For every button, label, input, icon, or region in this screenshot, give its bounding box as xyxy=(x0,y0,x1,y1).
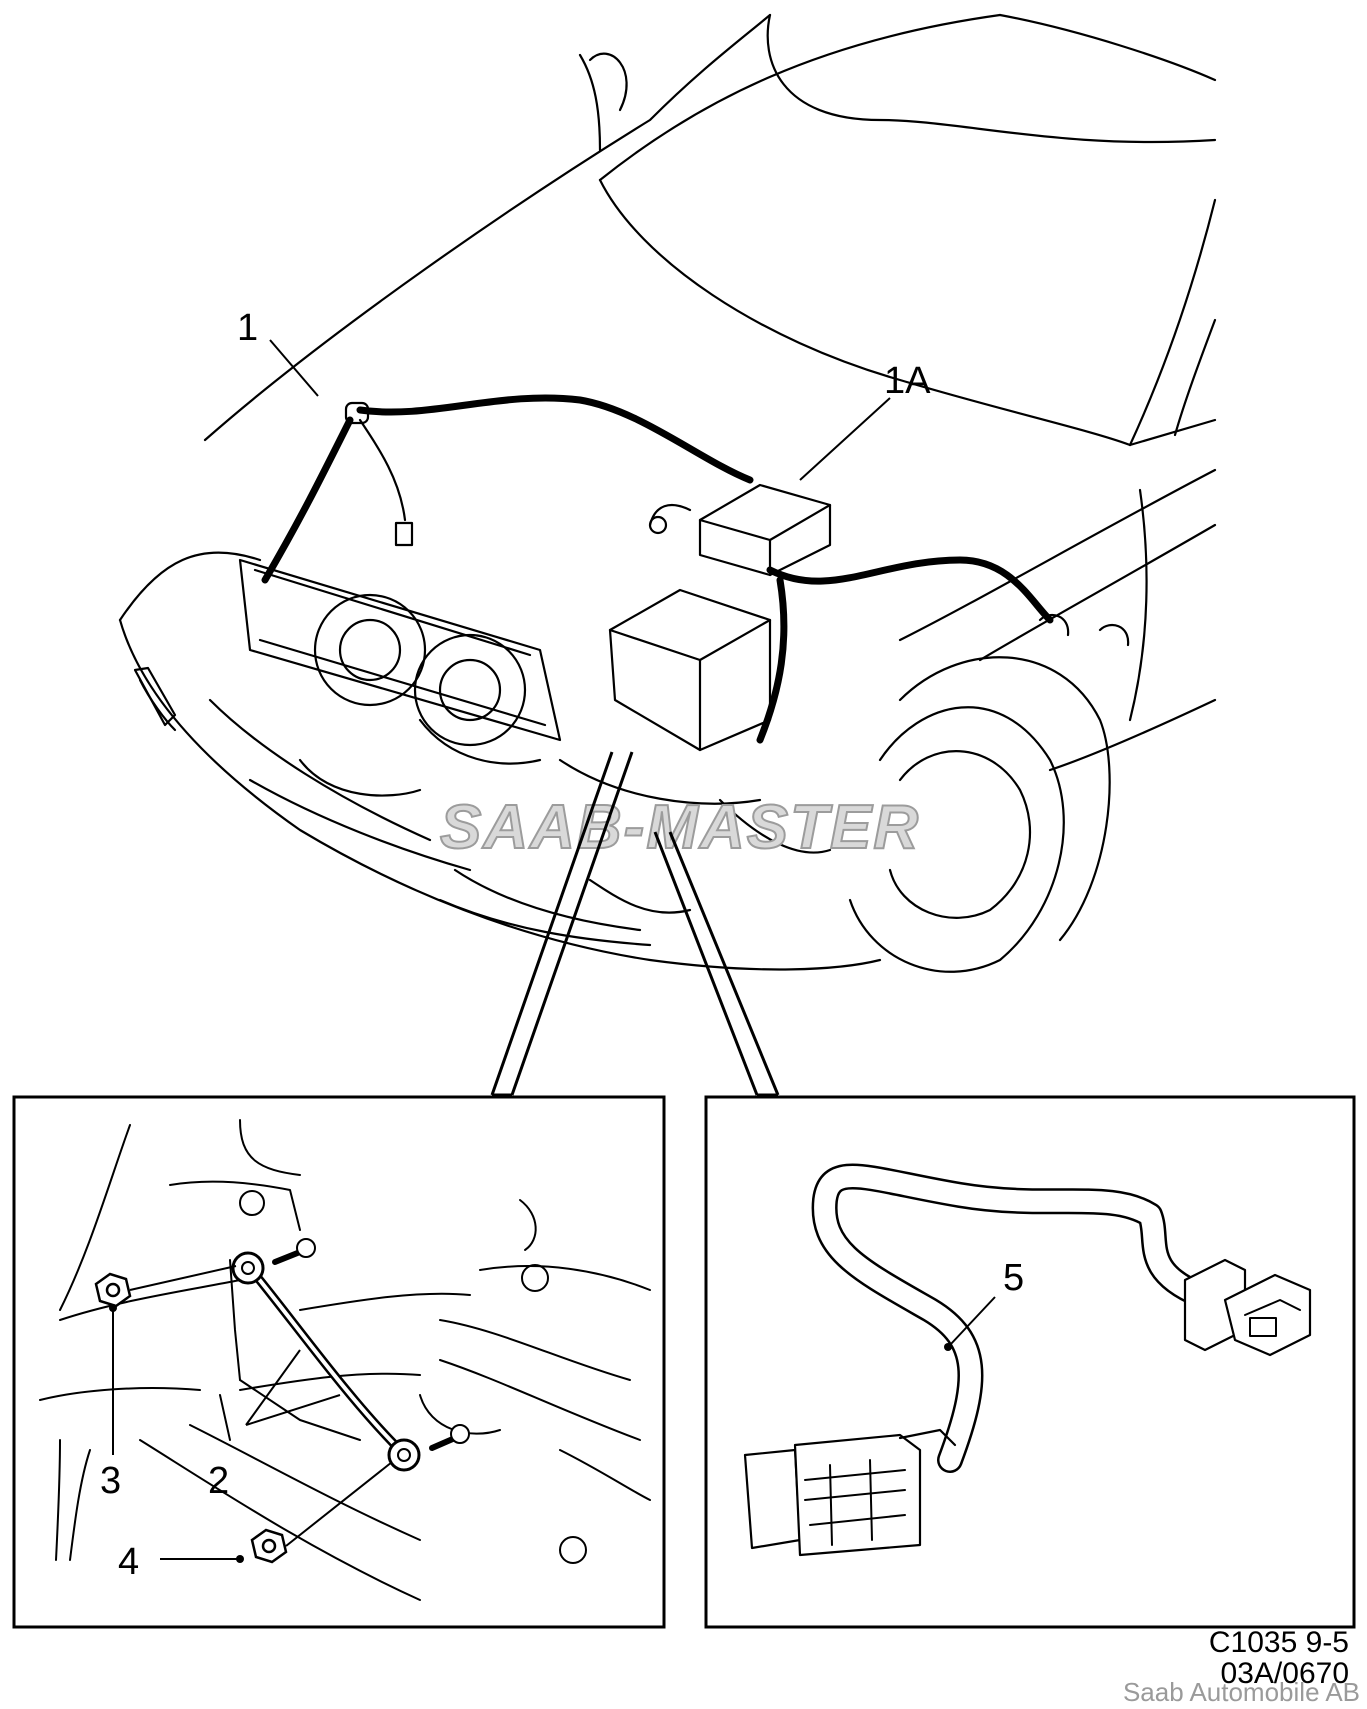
main-harness-cable xyxy=(261,394,1054,744)
callout-5: 5 xyxy=(1003,1257,1024,1299)
copyright-credit: Saab Automobile AB xyxy=(1123,1677,1360,1704)
main-leader-lines xyxy=(269,339,891,481)
callout-1: 1 xyxy=(237,307,258,349)
zoom-pointer-lines xyxy=(490,751,780,1096)
watermark-text: SAAB-MASTER xyxy=(440,793,920,862)
ground-strap-part xyxy=(231,1238,470,1472)
nut-parts xyxy=(94,1272,288,1564)
callout-3: 3 xyxy=(100,1460,121,1502)
callout-4: 4 xyxy=(118,1541,139,1583)
detail-panel-ground-strap: 3 2 4 xyxy=(12,1093,666,1629)
callout-2: 2 xyxy=(208,1460,229,1502)
drawing-code: C1035 9-5 xyxy=(1209,1626,1349,1659)
adapter-cable-part xyxy=(743,1163,1312,1557)
drawing-reference: 03A/0670 xyxy=(1221,1657,1349,1690)
detail-panel-adapter-cable: 5 xyxy=(704,1093,1356,1629)
car-front-view xyxy=(118,13,1217,973)
callout-1a: 1A xyxy=(884,360,931,402)
